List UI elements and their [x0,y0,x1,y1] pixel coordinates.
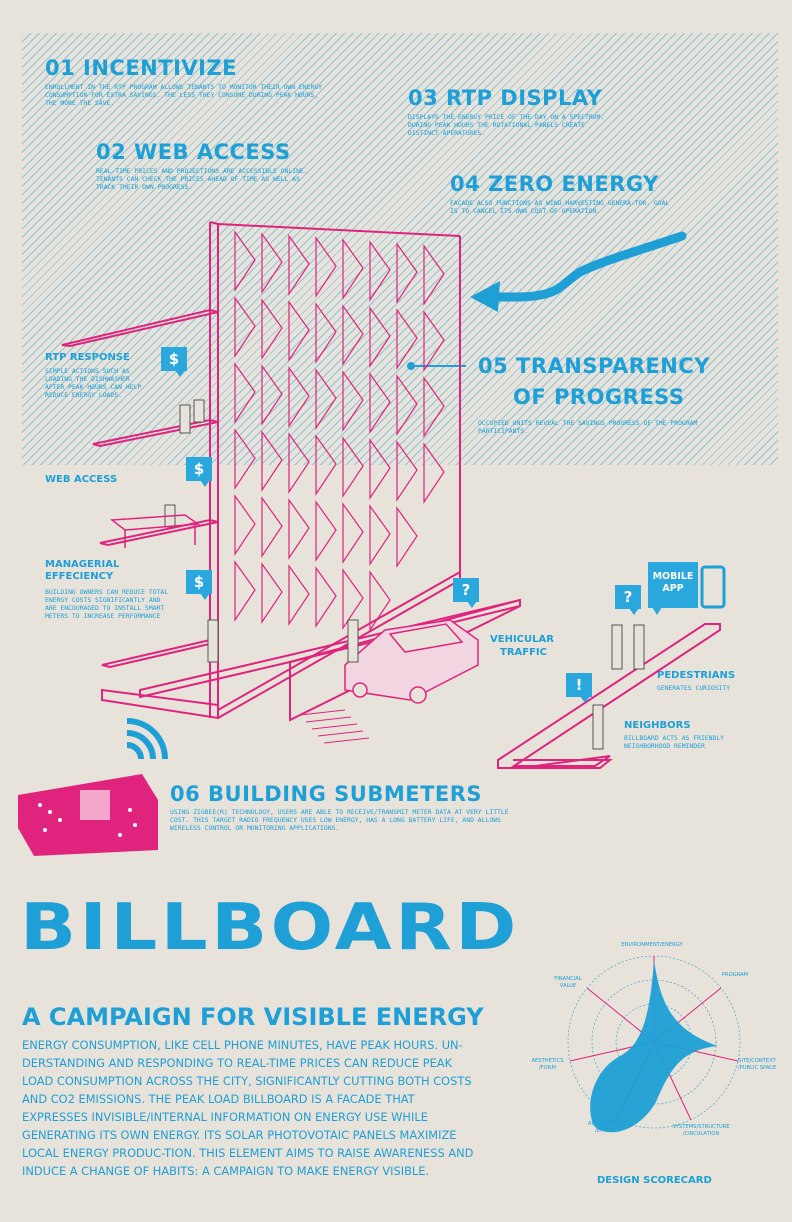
managerial-text: BUILDING OWNERS CAN REDUCE TOTAL ENERGY … [45,588,169,620]
section-02-text: REAL-TIME PRICES AND PROJECTIONS ARE ACC… [96,167,308,191]
section-02-title: 02 WEB ACCESS [96,140,291,164]
section-04-text: FACADE ALSO FUNCTIONS AS WIND HARVESTING… [450,199,670,215]
axis-aesthetics-line1: AESTHETICS [531,1058,564,1064]
section-01-title: 01 INCENTIVIZE [45,56,238,80]
pedestrians-title: PEDESTRIANS [657,670,736,681]
axis-site-line2: /PUBLIC SPACE [737,1065,777,1071]
web-access-label: WEB ACCESS [45,474,118,485]
vehicular-line2: TRAFFIC [500,647,547,658]
mobile-app-bubble: MOBILE APP [648,562,698,615]
axis-systems-line1: SYSTEMS/STRUCTURE [672,1124,730,1130]
building-illustration [18,221,726,856]
facade-panels [234,230,445,632]
body-text: ENERGY CONSUMPTION, LIKE CELL PHONE MINU… [22,1038,474,1178]
question-bubble-icon: ? [615,585,641,615]
axis-environment: ENVIRONMENT/ENERGY [621,942,683,948]
car-icon [344,619,479,704]
axis-atmosphere-line1: ATMOSPHERE [587,1121,624,1127]
wifi-signal-icon [126,718,168,760]
axis-financial-line2: VALUE [559,983,577,989]
axis-program: PROGRAM [721,972,749,978]
rtp-response-title: RTP RESPONSE [45,352,130,363]
scorecard-shape [590,960,718,1133]
exclaim-bubble-icon: ! [566,673,592,703]
mobile-app-line2: APP [662,583,684,594]
section-05-title-line1: 05 TRANSPARENCY [478,354,710,378]
axis-atmosphere-line2: /EFFECT [594,1128,617,1134]
section-05-text: OCCUPIED UNITS REVEAL THE SAVINGS PROGRE… [478,419,698,435]
desk-icon [109,514,201,548]
billboard-logo: BILLBOARD [20,891,520,965]
dollar-bubble-icon: $ [161,347,187,377]
mobile-app-line1: MOBILE [652,571,694,582]
section-03-text: DISPLAYS THE ENERGY PRICE OF THE DAY ON … [408,113,605,137]
question-bubble-icon: ? [453,578,479,608]
sidewalk [497,623,721,769]
phone-icon [700,565,726,609]
circuit-board-icon [18,774,158,856]
neighbors-title: NEIGHBORS [624,720,691,731]
dollar-bubble-icon: $ [186,457,212,487]
pedestrians-text: GENERATES CURIOSITY [657,684,731,692]
axis-systems-line2: /CIRCULATION [682,1131,720,1137]
section-05-title-line2: OF PROGRESS [513,385,685,409]
subtitle: A CAMPAIGN FOR VISIBLE ENERGY [22,1003,484,1031]
vehicular-line1: VEHICULAR [490,634,554,645]
axis-aesthetics-line2: /FORM [539,1065,556,1071]
dollar-bubble-icon: $ [186,570,212,600]
axis-financial-line1: FINANCIAL [554,976,582,982]
rtp-response-text: SIMPLE ACTIONS SUCH AS LOADING THE DISHW… [45,367,142,399]
neighbors-text: BILLBOARD ACTS AS FRIENDLY NEIGHBORHOOD … [624,734,725,750]
section-06-text: USING ZIGBEE(R) TECHNOLOGY, USERS ARE AB… [170,808,509,832]
section-01-text: ENROLLMENT IN THE RTP PROGRAM ALLOWS TEN… [45,83,323,107]
managerial-title-line1: MANAGERIAL [45,559,120,570]
managerial-title-line2: EFFECIENCY [45,571,114,582]
design-scorecard-radar [567,955,741,1133]
crosswalk [299,709,370,744]
section-06-title: 06 BUILDING SUBMETERS [170,782,483,806]
axis-site-line1: SITE/CONTEXT [738,1058,776,1064]
section-03-title: 03 RTP DISPLAY [408,86,603,110]
arrow-head-icon [470,281,500,312]
scorecard-title: DESIGN SCORECARD [597,1175,712,1186]
section-04-title: 04 ZERO ENERGY [450,172,659,196]
arrow-icon [485,231,687,302]
